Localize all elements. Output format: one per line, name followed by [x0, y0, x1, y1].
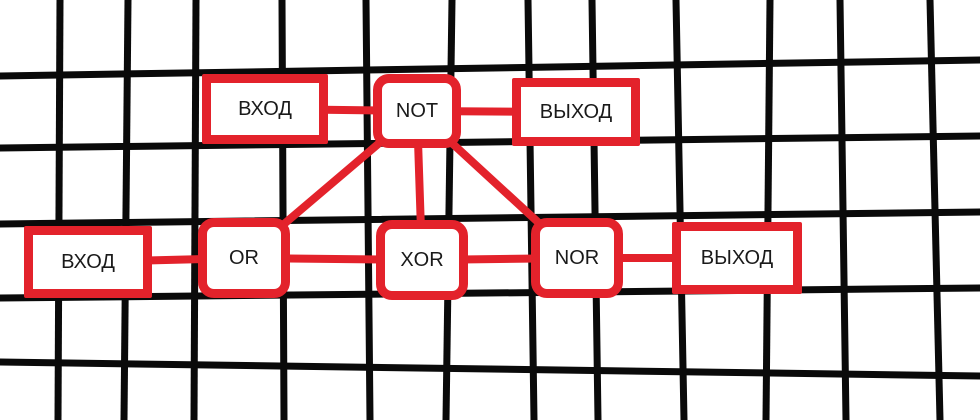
input-label: ВХОД [238, 97, 292, 120]
grid-line [0, 208, 980, 228]
grid-line [0, 358, 980, 380]
grid-line [762, 0, 774, 420]
gate-label-not: NOT [395, 99, 439, 122]
grid-line [0, 56, 980, 80]
xor-gate: XOR [376, 220, 468, 300]
or-gate: OR [198, 218, 290, 298]
grid-line [120, 0, 132, 420]
input-box-left: ВХОД [24, 226, 152, 298]
grid-line [278, 0, 288, 420]
gate-label-nor: NOR [554, 246, 600, 269]
not-gate: NOT [373, 74, 461, 148]
grid-line [672, 0, 688, 420]
gate-label-xor: XOR [400, 248, 444, 271]
grid-line [926, 0, 944, 420]
output-box-top: ВЫХОД [512, 78, 640, 146]
grid-line [190, 0, 200, 420]
input-box-top: ВХОД [202, 74, 328, 144]
grid-line [0, 132, 980, 152]
nor-gate: NOR [531, 218, 623, 298]
output-box-right: ВЫХОД [672, 222, 802, 294]
gate-label-or: OR [229, 246, 259, 269]
grid-line [524, 0, 538, 420]
grid-line [362, 0, 374, 420]
grid-line [588, 0, 602, 420]
grid-line [442, 0, 456, 420]
grid-line [54, 0, 64, 420]
output-label: ВЫХОД [700, 246, 774, 269]
input-label: ВХОД [61, 250, 115, 273]
grid-line [836, 0, 850, 420]
grid-line [0, 284, 980, 302]
output-label: ВЫХОД [539, 100, 613, 123]
